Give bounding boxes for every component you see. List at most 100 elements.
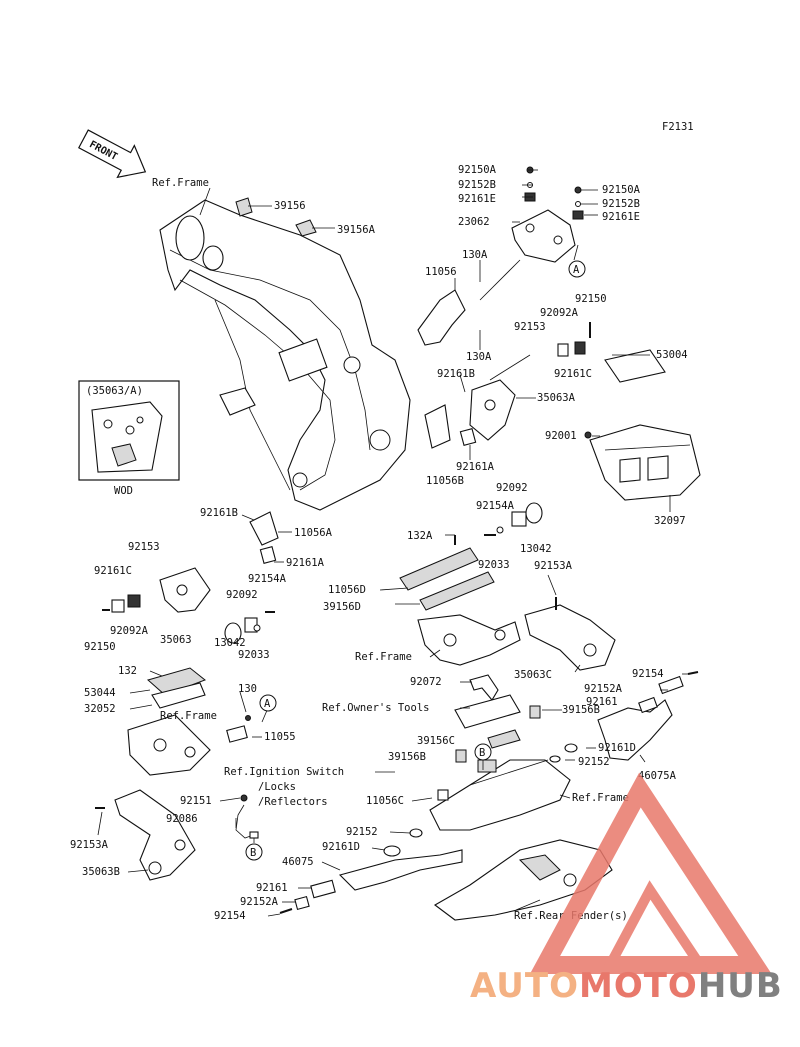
part-label: 92152A: [240, 896, 279, 908]
part-label: 39156: [274, 200, 306, 212]
part-label: 53044: [84, 687, 116, 699]
main-frame: [159, 199, 411, 511]
part-label: Ref.Frame: [152, 177, 209, 189]
part-label: 130A: [462, 249, 488, 261]
part-label: 92154A: [248, 573, 287, 585]
watermark-part1: AUTO: [470, 966, 579, 1006]
part-label: 92161: [256, 882, 288, 894]
part-label: 46075: [282, 856, 314, 868]
part-label: 23062: [458, 216, 490, 228]
footrest-bracket-35063a: [424, 379, 516, 449]
part-label: 92092: [226, 589, 258, 601]
footrest-bracket-35063b: [95, 789, 196, 881]
part-label: 92150A: [458, 164, 497, 176]
part-label: 92161C: [554, 368, 592, 380]
footrest-46075a: [549, 671, 699, 763]
callout-b-lower-label: B: [250, 847, 256, 859]
part-label: 92150: [575, 293, 607, 305]
part-label: 92153A: [70, 839, 109, 851]
part-label: 92153: [514, 321, 546, 333]
part-label: 132A: [407, 530, 433, 542]
part-label: 35063: [160, 634, 192, 646]
wire-92086: [235, 794, 259, 839]
part-label: 92033: [238, 649, 270, 661]
part-label: 11056A: [294, 527, 333, 539]
watermark: AUTOMOTOHUB: [470, 772, 783, 1006]
part-label: 92161C: [94, 565, 132, 577]
part-label: 92161D: [322, 841, 360, 853]
part-label: 39156B: [562, 704, 600, 716]
watermark-part3: HUB: [698, 966, 783, 1006]
part-label: 35063C: [514, 669, 552, 681]
part-label: 13042: [520, 543, 552, 555]
part-label: 92154A: [476, 500, 515, 512]
callout-a-upper-label: A: [573, 264, 580, 276]
part-labels: Ref.Frame 39156 39156A 92150A 92152B 921…: [70, 164, 688, 922]
part-label: 92150A: [602, 184, 641, 196]
part-label: 39156D: [323, 601, 361, 613]
part-label: /Locks: [258, 781, 296, 793]
part-label: 39156B: [388, 751, 426, 763]
part-label: 130: [238, 683, 257, 695]
part-label: 92152B: [602, 198, 640, 210]
part-label: 92152B: [458, 179, 496, 191]
inset-caption: WOD: [114, 485, 133, 497]
diagram-code: F2131: [662, 121, 694, 133]
callout-a-lower-label: A: [264, 698, 271, 710]
rubber-39156: [235, 197, 253, 217]
footrest-bracket-35063: [102, 511, 279, 644]
part-label: 92072: [410, 676, 442, 688]
part-label: 92161B: [437, 368, 475, 380]
part-label: 92151: [180, 795, 212, 807]
part-label: 92161E: [458, 193, 496, 205]
part-label: 92161E: [602, 211, 640, 223]
rear-fender: [434, 839, 613, 921]
part-label: 32052: [84, 703, 116, 715]
part-label: 92033: [478, 559, 510, 571]
callout-a-lower: A: [259, 694, 277, 712]
part-label: 92152: [346, 826, 378, 838]
leader-lines: [97, 169, 690, 917]
part-label: 92152A: [584, 683, 623, 695]
part-label: 46075A: [638, 770, 677, 782]
part-label: 13042: [214, 637, 246, 649]
part-label: 92152: [578, 756, 610, 768]
rubber-39156a: [295, 219, 317, 237]
label-53004: [604, 349, 666, 383]
callout-b-lower: B: [245, 843, 263, 861]
part-label: Ref.Ignition Switch: [224, 766, 344, 778]
callout-b-upper-label: B: [479, 747, 485, 759]
part-label: 11056B: [426, 475, 464, 487]
part-label: 92092A: [110, 625, 149, 637]
rear-frame-11056c: [429, 749, 571, 831]
part-label: 92092A: [540, 307, 579, 319]
part-label: 11056C: [366, 795, 404, 807]
part-label: 92161D: [598, 742, 636, 754]
part-label: 92153: [128, 541, 160, 553]
inset-box: (35063/A) WOD: [78, 380, 180, 497]
part-label: 92153A: [534, 560, 573, 572]
footrest-46075: [279, 828, 463, 914]
tray-32097: [584, 424, 701, 501]
part-label: 53004: [656, 349, 688, 361]
part-label: 92001: [545, 430, 577, 442]
inset-title: (35063/A): [86, 385, 143, 397]
svg-text:AUTOMOTOHUB: AUTOMOTOHUB: [470, 966, 783, 1006]
part-label: 92161B: [200, 507, 238, 519]
part-label: 11056: [425, 266, 457, 278]
ring-13042-r: [525, 502, 543, 524]
part-label: /Reflectors: [258, 796, 328, 808]
part-label: 39156A: [337, 224, 376, 236]
part-label: 32097: [654, 515, 686, 527]
strap-92072: [454, 674, 541, 749]
part-label: Ref.Frame: [160, 710, 217, 722]
callout-a-upper: A: [568, 260, 586, 278]
bracket-23062: [511, 166, 584, 263]
part-label: 11056D: [328, 584, 366, 596]
part-label: 92154: [632, 668, 664, 680]
collar-92092a: [557, 343, 569, 357]
plate-11056a: [249, 511, 279, 546]
part-label: 92154: [214, 910, 246, 922]
